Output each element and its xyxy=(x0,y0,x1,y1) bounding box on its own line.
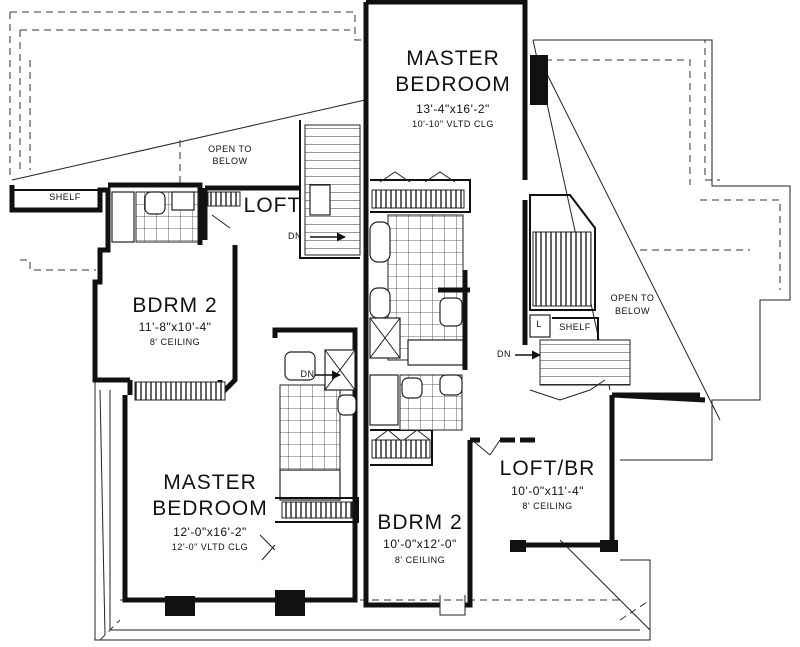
master-bedroom-left-ceiling: 12'-0" VLTD CLG xyxy=(171,542,249,552)
shelf-right-label: SHELF xyxy=(559,322,591,332)
dn-left-label: DN xyxy=(300,369,315,379)
loft-br-walls xyxy=(470,194,700,552)
l-label: L xyxy=(536,319,542,329)
master-bedroom-left xyxy=(122,327,359,616)
dn-loft-label: DN xyxy=(288,231,302,241)
master-bedroom-left-dims: 12'-0"x16'-2" xyxy=(173,525,247,539)
master-bedroom-right-ceiling: 10'-10" VLTD CLG xyxy=(412,119,494,129)
master-bedroom-right-title-2: BEDROOM xyxy=(395,73,511,96)
open-to-below-right-2: BELOW xyxy=(614,306,650,316)
loft-br-ceiling: 8' CEILING xyxy=(522,501,573,511)
open-to-below-left-2: BELOW xyxy=(212,156,248,166)
closet-bdrm2-left xyxy=(134,381,226,401)
open-to-below-edge-left xyxy=(11,99,366,181)
bdrm2-center-title: BDRM 2 xyxy=(377,511,463,534)
open-to-below-right-1: OPEN TO xyxy=(610,293,655,303)
shelf-left-label: SHELF xyxy=(49,192,81,202)
bdrm2-center-dims: 10'-0"x12'-0" xyxy=(383,537,457,551)
bdrm2-left-dims: 11'-8"x10'-4" xyxy=(138,320,212,334)
master-bedroom-left-title-2: BEDROOM xyxy=(152,497,268,520)
bdrm2-left-walls xyxy=(9,182,300,402)
bdrm2-left-ceiling: 8' CEILING xyxy=(149,337,201,347)
loft-br-title: LOFT/BR xyxy=(499,457,596,480)
open-to-below-left-1: OPEN TO xyxy=(208,144,252,154)
loft-br-dims: 10'-0"x11'-4" xyxy=(511,484,584,498)
master-bedroom-right xyxy=(363,0,548,340)
master-bedroom-right-dims: 13'-4"x16'-2" xyxy=(416,102,490,116)
bdrm2-left-title: BDRM 2 xyxy=(132,294,218,317)
master-bath-right xyxy=(369,214,470,370)
bdrm2-center-walls xyxy=(363,340,473,616)
open-to-below-edge-right xyxy=(611,392,706,403)
dn-center-label: DN xyxy=(497,349,511,359)
stair-loft xyxy=(299,120,361,259)
roof-outline xyxy=(9,11,791,641)
bdrm2-center-ceiling: 8' CEILING xyxy=(394,555,446,565)
master-bedroom-left-title-1: MASTER xyxy=(163,471,257,494)
loft-label: LOFT xyxy=(243,194,302,217)
master-bedroom-right-title-1: MASTER xyxy=(406,47,500,70)
